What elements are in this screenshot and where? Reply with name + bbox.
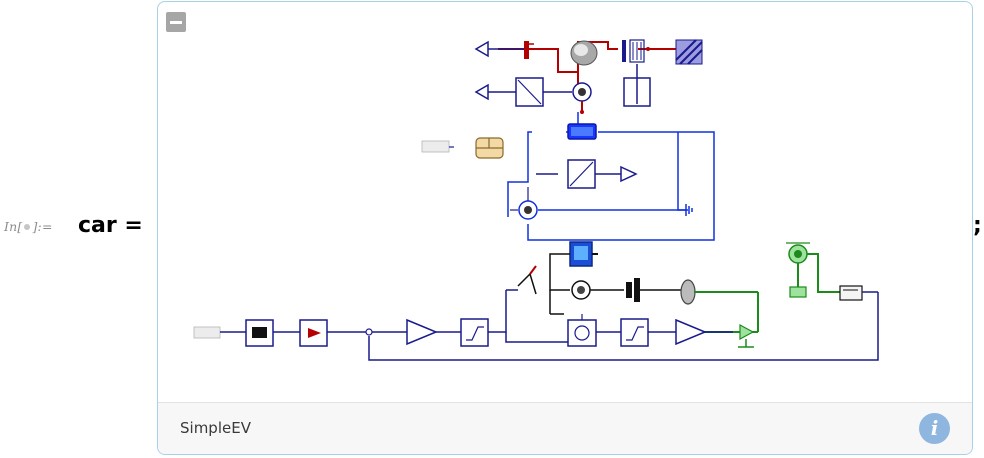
code-assignment[interactable]: car = (78, 213, 143, 238)
electrical-subsystem (421, 112, 715, 241)
temperature-sensor-icon (524, 41, 529, 59)
gearbox-icon (626, 282, 632, 298)
torque-sensor-icon (517, 272, 537, 295)
model-summary-panel: SimpleEV i (157, 1, 973, 455)
convection-icon (622, 40, 626, 62)
wheel-icon (680, 279, 696, 305)
control-subsystem (193, 290, 879, 361)
output-arrow-icon-2 (474, 83, 489, 101)
input-constant-icon (421, 140, 450, 153)
code-terminator: ; (973, 213, 982, 238)
ambient-temperature-icon (675, 39, 703, 65)
model-diagram[interactable] (158, 2, 973, 402)
input-prompt: In[]:= (4, 219, 53, 234)
force-element-icon (789, 286, 807, 298)
output-arrow-icon-3 (620, 165, 638, 183)
feedback-sum-icon (365, 328, 373, 336)
thermal-subsystem (474, 39, 703, 114)
drive-cycle-input-icon (193, 326, 221, 339)
speedometer-icon (839, 285, 863, 301)
controller-gain-icon (675, 318, 707, 346)
limiter-icon (460, 318, 489, 347)
gain-icon (406, 318, 438, 346)
collapse-button[interactable] (166, 12, 186, 32)
vehicle-dynamics-subsystem (698, 242, 878, 348)
saturation-icon (620, 318, 649, 347)
model-name-label: SimpleEV (180, 419, 251, 437)
position-sensor-icon (739, 323, 755, 341)
panel-footer: SimpleEV i (158, 402, 972, 454)
drivetrain-subsystem (506, 241, 758, 315)
info-icon[interactable]: i (919, 413, 950, 444)
output-arrow-icon (474, 40, 489, 58)
